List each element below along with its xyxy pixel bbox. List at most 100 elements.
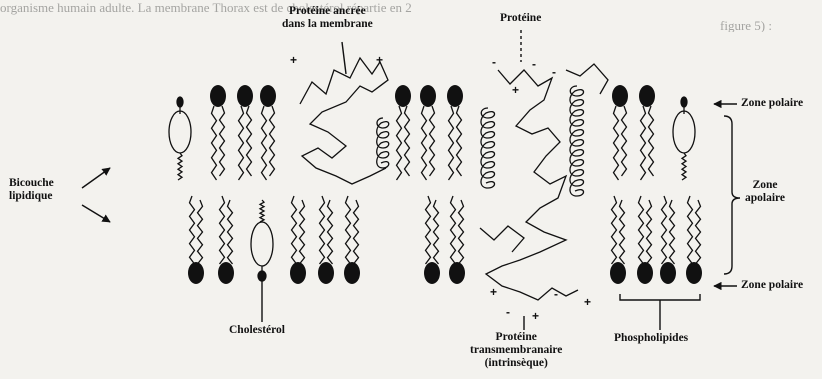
polypeptide-chain <box>566 64 608 94</box>
fatty-acid-tail <box>247 106 252 176</box>
fatty-acid-tail <box>639 196 644 264</box>
fatty-acid-tail <box>354 200 359 264</box>
label-zone-polaire-top: Zone polaire <box>741 97 803 110</box>
fatty-acid-tail <box>422 106 427 180</box>
fatty-acid-tail <box>270 106 275 176</box>
cholesterol-ring <box>673 111 695 153</box>
phospholipid-head <box>424 262 440 284</box>
phospholipid-head <box>612 85 628 107</box>
plus-sign: + <box>584 295 591 309</box>
fatty-acid-tail <box>612 196 617 264</box>
fatty-acid-tail <box>426 196 431 264</box>
fatty-acid-tail <box>449 106 454 180</box>
fatty-acid-tail <box>662 196 667 264</box>
leader-proteine-ancree <box>342 42 346 74</box>
fatty-acid-tail <box>300 200 305 264</box>
phospholipid-head <box>210 85 226 107</box>
cholesterol-head <box>177 97 183 107</box>
cholesterol-tail <box>178 153 182 180</box>
fatty-acid-tail <box>649 106 654 176</box>
fatty-acid-tail <box>397 106 402 180</box>
plus-sign: + <box>376 53 383 67</box>
label-proteine: Protéine <box>500 12 541 25</box>
phospholipid-head <box>420 85 436 107</box>
fatty-acid-tail <box>459 200 464 264</box>
fatty-acid-tail <box>292 196 297 264</box>
label-pointers <box>82 30 740 330</box>
fatty-acid-tail <box>647 200 652 264</box>
fatty-acid-tail <box>696 200 701 264</box>
plus-sign: + <box>532 309 539 323</box>
minus-sign: - <box>552 65 556 79</box>
phospholipid-head <box>290 262 306 284</box>
phospholipid-head <box>260 85 276 107</box>
bracket-phospholipides <box>620 294 700 330</box>
polypeptide-chain <box>480 226 524 252</box>
fatty-acid-tail <box>328 200 333 264</box>
minus-sign: - <box>554 287 558 301</box>
fatty-acid-tail <box>670 200 675 264</box>
minus-sign: - <box>506 305 510 319</box>
cholesterol-ring <box>251 222 273 266</box>
fatty-acid-tail <box>220 106 225 176</box>
fatty-acid-tail <box>212 106 217 180</box>
fatty-acid-tail <box>457 106 462 176</box>
arrow-bicouche-upper <box>82 168 110 188</box>
alpha-helix <box>377 118 389 168</box>
phospholipid-head <box>318 262 334 284</box>
fatty-acid-tail <box>405 106 410 176</box>
alpha-helix <box>481 108 495 188</box>
fatty-acid-tail <box>688 196 693 264</box>
fatty-acid-tail <box>434 200 439 264</box>
phospholipid-head <box>449 262 465 284</box>
fatty-acid-tail <box>228 200 233 264</box>
phospholipid-head <box>218 262 234 284</box>
fatty-acid-tail <box>622 106 627 176</box>
fatty-acid-tail <box>430 106 435 176</box>
fatty-acid-tail <box>451 196 456 264</box>
phospholipid-head <box>237 85 253 107</box>
phospholipid-head <box>395 85 411 107</box>
fatty-acid-tail <box>620 200 625 264</box>
alpha-helix <box>570 86 584 196</box>
fatty-acid-tail <box>198 200 203 264</box>
fatty-acid-tail <box>239 106 244 180</box>
arrow-bicouche-lower <box>82 205 110 222</box>
cholesterol-head <box>681 97 687 107</box>
fatty-acid-tail <box>320 196 325 264</box>
phospholipid-head <box>686 262 702 284</box>
minus-sign: - <box>492 55 496 69</box>
phospholipid-tails <box>190 106 701 264</box>
fatty-acid-tail <box>614 106 619 180</box>
cholesterol-ring <box>169 111 191 153</box>
brace-zone-apolaire <box>724 116 740 274</box>
phospholipid-head <box>344 262 360 284</box>
label-phospholipides: Phospholipides <box>614 332 688 345</box>
polypeptide-chain <box>300 58 388 184</box>
polypeptide-chain <box>486 70 578 300</box>
plus-sign: + <box>490 285 497 299</box>
fatty-acid-tail <box>641 106 646 180</box>
fatty-acid-tail <box>346 196 351 264</box>
phospholipid-head <box>610 262 626 284</box>
phospholipid-head <box>188 262 204 284</box>
label-zone-polaire-bottom: Zone polaire <box>741 279 803 292</box>
phospholipid-head <box>637 262 653 284</box>
plus-sign: + <box>290 53 297 67</box>
minus-sign: - <box>532 57 536 71</box>
cholesterol-tail <box>682 153 686 180</box>
phospholipid-head <box>660 262 676 284</box>
label-cholesterol: Cholestérol <box>229 324 285 337</box>
fatty-acid-tail <box>262 106 267 180</box>
plus-sign: + <box>512 83 519 97</box>
fatty-acid-tail <box>220 196 225 264</box>
cholesterol-tail <box>260 200 264 222</box>
fatty-acid-tail <box>190 196 195 264</box>
phospholipid-head <box>447 85 463 107</box>
phospholipid-head <box>639 85 655 107</box>
